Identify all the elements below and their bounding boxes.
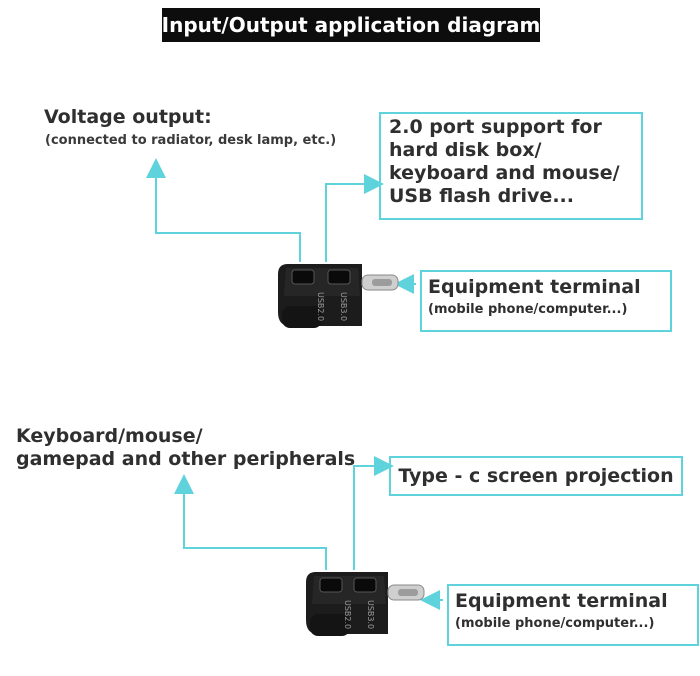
port-leader-line bbox=[325, 174, 384, 262]
voltage-leader-line bbox=[146, 158, 301, 262]
screen-projection-label: Type - c screen projection bbox=[398, 465, 674, 487]
usb-c-plug-tip bbox=[398, 589, 418, 596]
peripheral-leader-line bbox=[174, 474, 327, 570]
port-support-box: 2.0 port support for hard disk box/ keyb… bbox=[379, 112, 643, 220]
usb-port-2 bbox=[353, 577, 377, 593]
device-mark: USB2.0 bbox=[343, 600, 352, 629]
equipment-terminal-title: Equipment terminal bbox=[428, 276, 641, 298]
projection-leader-line bbox=[353, 456, 394, 570]
usb-port-1 bbox=[291, 269, 315, 285]
adapter-foot bbox=[310, 614, 350, 636]
usb-adapter-device-2: USB2.0 USB3.0 bbox=[306, 572, 425, 636]
diagram-title: Input/Output application diagram bbox=[162, 8, 540, 42]
device-mark: USB3.0 bbox=[339, 292, 348, 321]
equipment-terminal-sub: (mobile phone/computer...) bbox=[455, 616, 655, 631]
port-support-line: hard disk box/ bbox=[389, 139, 542, 161]
port-support-line: USB flash drive... bbox=[389, 185, 574, 207]
equipment-terminal-box-2: Equipment terminal (mobile phone/compute… bbox=[447, 584, 699, 646]
peripherals-label-line2: gamepad and other peripherals bbox=[16, 448, 356, 470]
usb-adapter-device-1: USB2.0 USB3.0 bbox=[278, 264, 399, 328]
device-mark: USB2.0 bbox=[316, 292, 325, 321]
equipment-terminal-sub: (mobile phone/computer...) bbox=[428, 302, 628, 317]
port-support-line: keyboard and mouse/ bbox=[389, 162, 620, 184]
screen-projection-box: Type - c screen projection bbox=[389, 456, 683, 496]
port-support-line: 2.0 port support for bbox=[389, 116, 602, 138]
usb-c-plug-tip bbox=[372, 279, 392, 286]
adapter-foot bbox=[282, 306, 322, 328]
equipment-terminal-title: Equipment terminal bbox=[455, 590, 668, 612]
peripherals-label-line1: Keyboard/mouse/ bbox=[16, 425, 203, 447]
voltage-output-sublabel: (connected to radiator, desk lamp, etc.) bbox=[45, 133, 337, 148]
voltage-output-label: Voltage output: bbox=[44, 106, 212, 128]
device-mark: USB3.0 bbox=[366, 600, 375, 629]
usb-port-2 bbox=[327, 269, 351, 285]
equipment-terminal-box-1: Equipment terminal (mobile phone/compute… bbox=[420, 270, 672, 332]
usb-port-1 bbox=[319, 577, 343, 593]
